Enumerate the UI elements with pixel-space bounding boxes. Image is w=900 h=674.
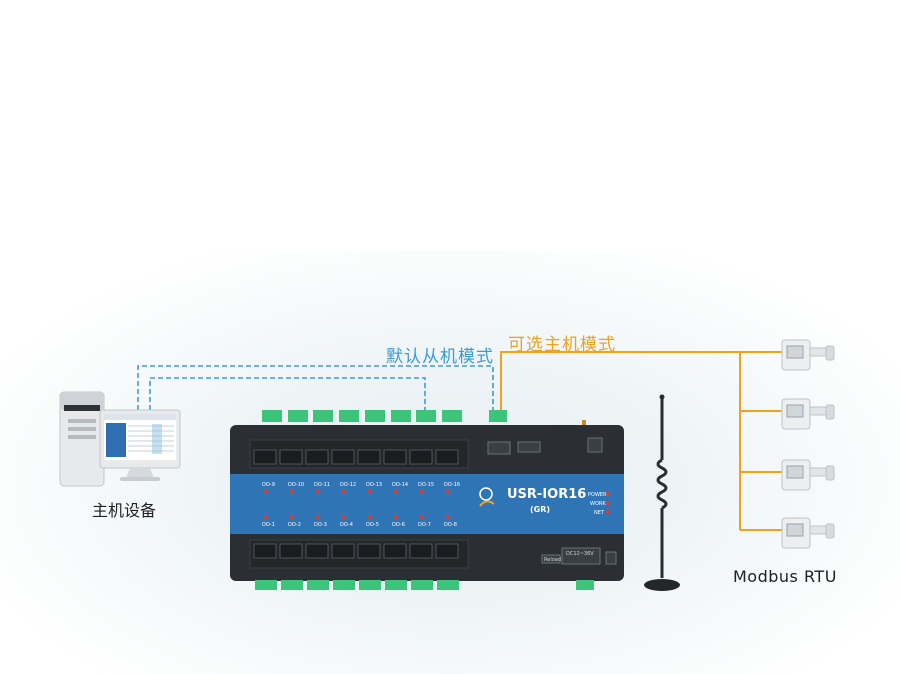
do-label: DO-4 <box>340 522 353 528</box>
do-label: DO-12 <box>340 482 356 488</box>
do-label: DO-8 <box>444 522 457 528</box>
sensor-3 <box>781 459 835 491</box>
io-controller <box>230 425 624 581</box>
power-input-label: DC12~36V <box>566 551 594 557</box>
master-mode-lines <box>500 351 782 531</box>
host-computer <box>59 391 181 487</box>
indicator-label: POWER <box>588 492 607 498</box>
do-label: DO-5 <box>366 522 379 528</box>
bottom-terminals <box>255 580 594 590</box>
do-label: DO-7 <box>418 522 431 528</box>
host-device-label: 主机设备 <box>92 501 157 520</box>
antenna <box>644 394 680 591</box>
do-label: DO-1 <box>262 522 275 528</box>
device-variant: (GR) <box>530 505 550 514</box>
default-slave-mode-label: 默认从机模式 <box>386 347 494 367</box>
do-label: DO-3 <box>314 522 327 528</box>
top-terminals <box>262 410 586 428</box>
sensor-2 <box>781 398 835 430</box>
modbus-rtu-label: Modbus RTU <box>733 567 837 586</box>
do-label: DO-16 <box>444 482 460 488</box>
sensor-4 <box>781 517 835 549</box>
do-label: DO-15 <box>418 482 434 488</box>
do-label: DO-9 <box>262 482 275 488</box>
do-label: DO-11 <box>314 482 330 488</box>
modbus-sensors <box>781 339 835 549</box>
slave-mode-lines <box>137 365 494 414</box>
indicator-label: NET <box>594 510 605 516</box>
do-label: DO-6 <box>392 522 405 528</box>
reload-label: Reload <box>544 557 561 563</box>
do-label: DO-2 <box>288 522 301 528</box>
device-model: USR-IOR16 <box>507 487 586 502</box>
sensor-1 <box>781 339 835 371</box>
indicator-label: WORK <box>590 501 606 507</box>
do-label: DO-13 <box>366 482 382 488</box>
optional-master-mode-label: 可选主机模式 <box>508 335 616 355</box>
do-label: DO-10 <box>288 482 304 488</box>
do-label: DO-14 <box>392 482 408 488</box>
